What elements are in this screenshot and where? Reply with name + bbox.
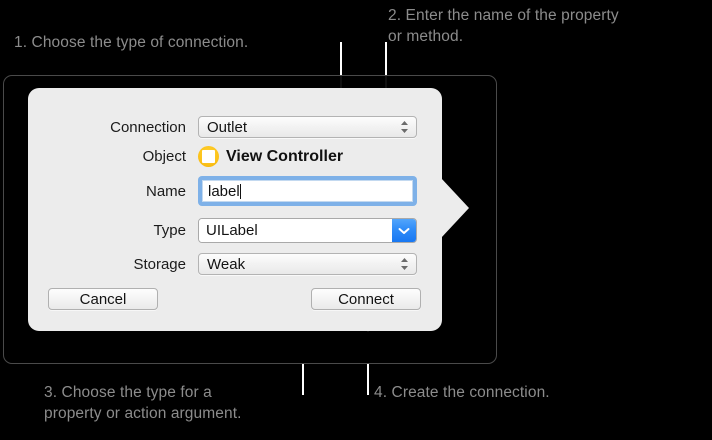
connection-popup-button[interactable]: Outlet — [198, 116, 417, 138]
label-type: Type — [153, 222, 186, 239]
view-controller-icon — [198, 146, 219, 167]
storage-popup-button[interactable]: Weak — [198, 253, 417, 275]
annotation-caption-4: 4. Create the connection. — [374, 384, 550, 401]
object-name: View Controller — [226, 147, 344, 165]
stepper-updown-icon — [401, 121, 408, 133]
row-storage: Storage Weak — [28, 253, 442, 275]
type-value[interactable]: UILabel — [199, 219, 392, 242]
text-caret — [239, 183, 242, 199]
label-object: Object — [142, 148, 186, 165]
storage-value: Weak — [207, 255, 246, 273]
chevron-down-icon — [398, 227, 410, 234]
label-name: Name — [145, 182, 186, 200]
connection-popover: Connection Outlet Object View Controller… — [28, 88, 442, 331]
cancel-button[interactable]: Cancel — [48, 288, 158, 310]
name-input[interactable]: label — [202, 180, 413, 202]
stepper-updown-icon — [401, 258, 408, 270]
row-object: Object View Controller — [28, 146, 442, 167]
label-connection: Connection — [110, 118, 186, 136]
connect-button[interactable]: Connect — [311, 288, 421, 310]
annotation-caption-2: 2. Enter the name of the property or met… — [388, 7, 619, 45]
connection-value: Outlet — [207, 118, 248, 136]
annotation-caption-3: 3. Choose the type for a property or act… — [44, 384, 242, 422]
row-connection: Connection Outlet — [28, 116, 442, 138]
object-value-group: View Controller — [198, 146, 343, 167]
name-field-focus-ring: label — [198, 176, 417, 206]
row-type: Type UILabel — [28, 218, 442, 243]
row-name: Name label — [28, 176, 442, 206]
label-storage: Storage — [133, 255, 186, 273]
type-dropdown-button[interactable] — [392, 219, 416, 242]
name-input-value: label — [208, 182, 240, 200]
type-combo-box[interactable]: UILabel — [198, 218, 417, 243]
popover-arrow — [441, 178, 469, 238]
annotation-caption-1: 1. Choose the type of connection. — [14, 34, 249, 51]
